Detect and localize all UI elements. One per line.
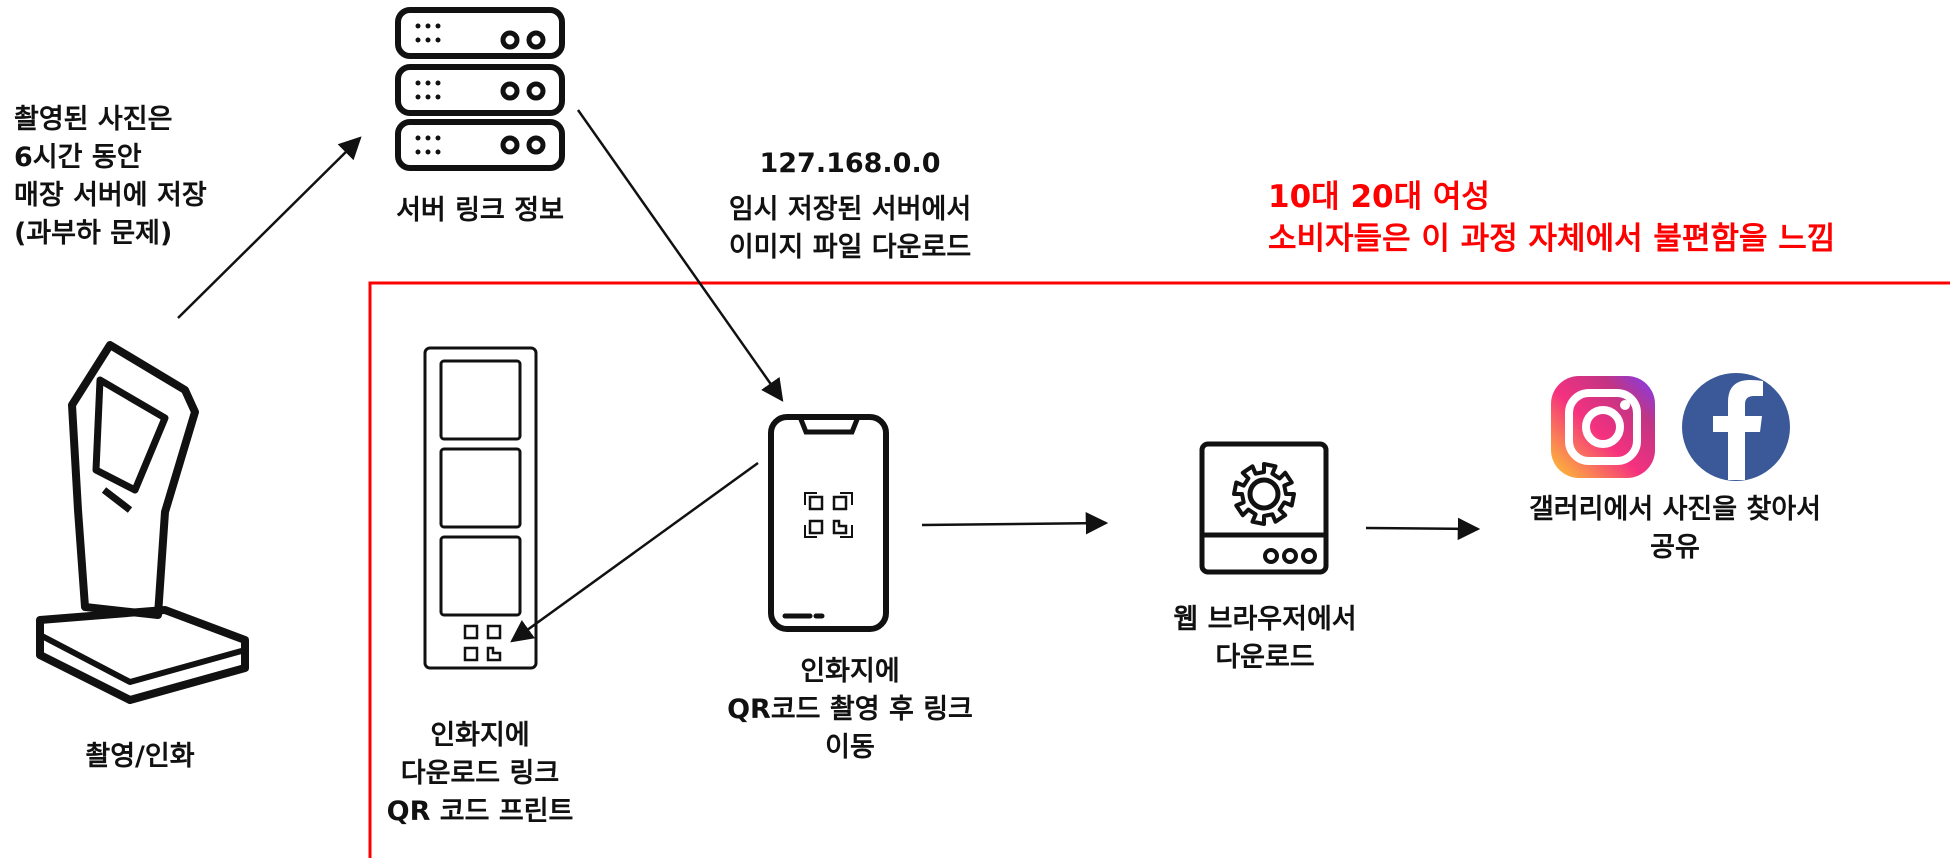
kiosk-label: 촬영/인화 <box>40 738 240 776</box>
print-qr-label-line: 인화지에 <box>430 720 530 751</box>
complaint-label-line: 10대 20대 여성 <box>1268 179 1490 215</box>
server-note-label-line: 6시간 동안 <box>14 142 142 173</box>
server-info-label: 서버 링크 정보 <box>380 192 580 230</box>
arrow-phone-to-browser <box>921 511 1109 535</box>
server-info-label-line: 서버 링크 정보 <box>396 195 564 226</box>
phone-scan-label-line: 이동 <box>825 732 875 763</box>
print-qr-label-line: QR 코드 프린트 <box>386 796 574 827</box>
instagram-icon <box>1551 376 1655 478</box>
phone-scan-label-line: QR코드 촬영 후 링크 <box>727 694 973 725</box>
print-qr-label-line: 다운로드 링크 <box>400 758 560 789</box>
web-download-label-line: 다운로드 <box>1215 642 1315 673</box>
smartphone-icon <box>768 414 889 632</box>
ip-address-label-line: 127.168.0.0 <box>759 148 941 179</box>
arrow-server-to-phone <box>576 109 784 402</box>
share-label-line: 공유 <box>1650 532 1700 563</box>
server-note-label-line: (과부하 문제) <box>14 218 173 249</box>
arrow-kiosk-to-server <box>177 136 362 319</box>
facebook-icon <box>1682 373 1790 481</box>
arrow-browser-to-share <box>1365 517 1481 541</box>
arrow-phone-to-strip <box>510 461 759 643</box>
highlight-box <box>368 281 1950 858</box>
phone-scan-label-line: 인화지에 <box>800 656 900 687</box>
server-icon <box>395 7 565 171</box>
photo-strip-icon <box>423 346 538 670</box>
complaint-label-line: 소비자들은 이 과정 자체에서 불편함을 느낌 <box>1268 221 1836 257</box>
server-note-label-line: 촬영된 사진은 <box>14 104 173 135</box>
settings-panel-icon <box>1199 441 1329 575</box>
web-download-label-line: 웹 브라우저에서 <box>1173 604 1357 635</box>
server-download-label-line: 이미지 파일 다운로드 <box>728 232 972 263</box>
ip-address-label: 127.168.0.0 <box>680 145 1020 183</box>
server-note-label-line: 매장 서버에 저장 <box>14 180 207 211</box>
server-download-label-line: 임시 저장된 서버에서 <box>728 194 972 225</box>
kiosk-icon <box>36 341 249 704</box>
kiosk-label-line: 촬영/인화 <box>85 741 195 772</box>
share-label-line: 갤러리에서 사진을 찾아서 <box>1528 494 1822 525</box>
